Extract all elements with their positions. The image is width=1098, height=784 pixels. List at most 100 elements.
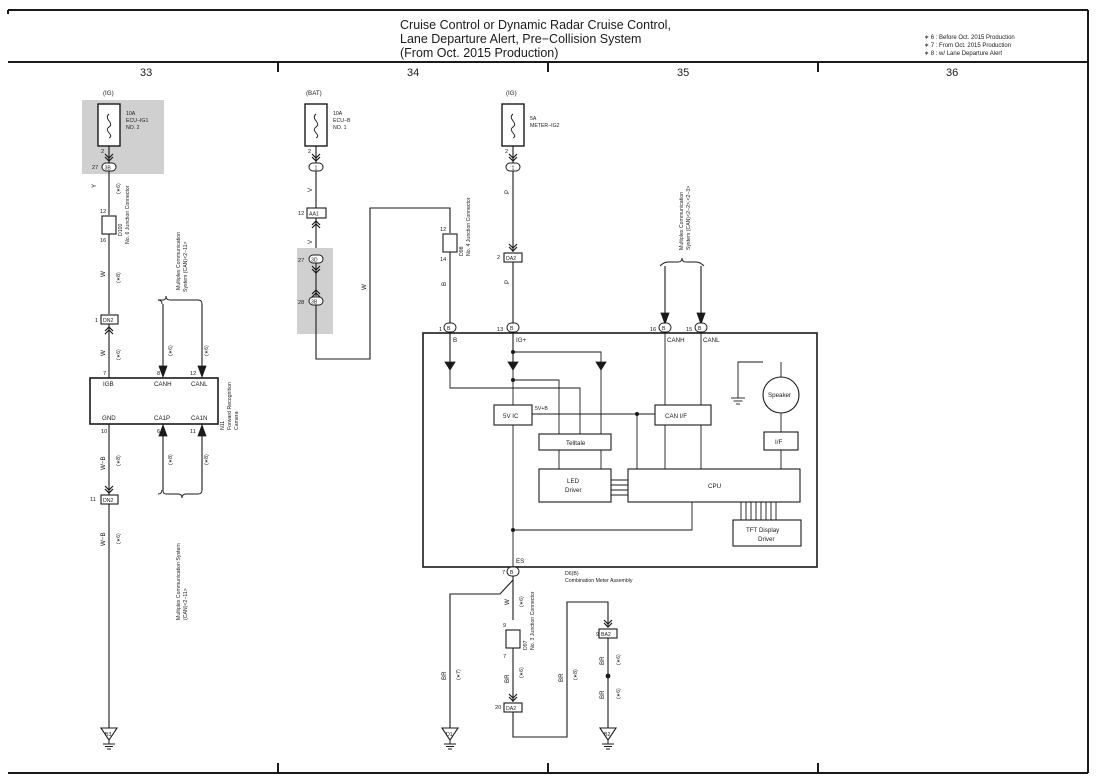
wire-note: (∗6) (616, 654, 622, 665)
meter-name: Combination Meter Assembly (565, 578, 633, 584)
camera-pin: 11 (190, 429, 196, 435)
ground-label: D1 (446, 732, 453, 738)
d98-id: D98 (459, 246, 465, 256)
d97-pin-top: 9 (503, 623, 506, 629)
fuse-amp: 10A (333, 111, 343, 117)
wire-color: W−B (100, 456, 107, 470)
d98-name: No. 4 Junction Connector (466, 197, 472, 256)
wire-color: W (504, 599, 511, 605)
3d-code: 3D (311, 258, 318, 264)
conn-code: 1 (512, 166, 515, 172)
ground-b2: B2 (599, 727, 617, 750)
ba2-code: BA2 (601, 632, 611, 638)
speaker-label: Speaker (768, 392, 791, 399)
3d-pin: 27 (298, 258, 304, 264)
meter-id: D6(B) (565, 571, 579, 577)
wire-color: B (441, 282, 448, 286)
wire-note: (∗7) (456, 669, 462, 680)
can-if-label: CAN I/F (665, 413, 687, 420)
column-numbers: 33 34 35 36 (140, 67, 958, 79)
da2-pin: 2 (497, 255, 500, 261)
meter-pin: 7 (502, 570, 505, 576)
fuse-ecu-b-no1: (BAT) 10A ECU−B NO. 1 2 1 (304, 90, 351, 172)
column-33-wiring: Y (∗6) 12 16 D100 No. 6 Junction Connect… (91, 171, 210, 379)
can-bus-label: Multiplex Communication (176, 232, 182, 290)
dn2-pin: 11 (90, 497, 96, 503)
can-bus-label: Multiplex Communication (679, 192, 685, 250)
wire-color: P (504, 190, 511, 194)
camera-name: Forward Recognition (227, 382, 233, 430)
can-note: (∗6) (204, 345, 210, 356)
wire-note: (∗6) (116, 349, 122, 360)
meter-conn-letter: B (510, 570, 514, 576)
wire-color: BR (599, 656, 606, 665)
meter-pin: 15 (686, 327, 692, 333)
dn2-code: DN2 (103, 498, 113, 504)
wire-note: (∗8) (573, 669, 579, 680)
combination-meter-assembly: 1 B 13 B 16 B 15 B B IG+ CANH CANL 5V IC (422, 322, 818, 584)
wire-note: (∗8) (116, 455, 122, 466)
fuse-pin: 2 (308, 149, 311, 155)
aa1-code: AA1 (309, 212, 319, 218)
fuse-ecu-ig1-no2: (IG) 10A ECU−IG1 NO. 2 2 27 3B (82, 90, 164, 174)
da2-code: DA2 (506, 256, 516, 262)
can-bus-label: (CAN)<2−11> (183, 588, 189, 620)
footnotes: ∗ 6 : Before Oct. 2015 Production ∗ 7 : … (924, 35, 1015, 57)
fuse-supply-label: (IG) (103, 90, 114, 97)
wire-color: W (361, 284, 368, 290)
column-34-wiring: V 12 AA1 V 27 3D 28 3B W 12 14 D98 No. 4… (297, 171, 472, 360)
fivev-b-label: 5V+B (535, 406, 548, 412)
led-driver-label-1: LED (567, 478, 580, 485)
column-33: 33 (140, 67, 152, 79)
ground-label: B2 (604, 732, 610, 738)
wire-color: W−B (100, 532, 107, 546)
tft-label-2: Driver (758, 536, 775, 543)
camera-id: N11 (220, 421, 226, 430)
fuse-name: ECU−B (333, 118, 351, 124)
junction-pin-top: 12 (100, 209, 106, 215)
column-33-lower-wiring: (∗8) (∗8) Multiplex Communication System… (90, 423, 210, 750)
camera-pin: 12 (190, 371, 196, 377)
meter-terminal: ES (516, 558, 524, 565)
wire-note: (∗6) (116, 183, 122, 194)
can-bus-label: Multiplex Communication System (176, 543, 182, 620)
3b-pin: 28 (298, 300, 304, 306)
can-bus-label: System (CAN)<2−2>,<2−3> (686, 186, 692, 250)
fuse-name: ECU−IG1 (126, 118, 148, 124)
wire-color: BR (504, 674, 511, 683)
camera-name: Camera (234, 411, 240, 430)
camera-pin: 10 (101, 429, 107, 435)
3b-code: 3B (311, 300, 318, 306)
wire-color: W (100, 271, 107, 277)
dn2-code: DN2 (103, 318, 113, 324)
ground-label: B3 (105, 732, 111, 738)
camera-terminal: CA1P (154, 415, 170, 422)
wire-color: V (307, 187, 314, 192)
d98-pin-top: 12 (440, 227, 446, 233)
fuse-name: METER−IG2 (530, 123, 560, 129)
wire-note: (∗6) (519, 667, 525, 678)
d98-pin-bottom: 14 (440, 257, 446, 263)
wire-color: W (100, 350, 107, 356)
conn-code: 3B (105, 166, 112, 172)
wire-color: BR (558, 673, 565, 682)
tft-label-1: TFT Display (746, 527, 780, 534)
bottom-ground-wiring: W (∗6) 9 7 D97 No. 3 Junction Connector … (441, 576, 622, 750)
dn2-pin: 1 (95, 318, 98, 324)
led-driver-label-2: Driver (565, 487, 582, 494)
fivev-ic-label: 5V IC (503, 413, 519, 420)
meter-conn-letter: B (510, 326, 514, 332)
forward-recognition-camera: 7 8 12 IGB CANH CANL GND CA1P CA1N 10 6 … (89, 371, 240, 435)
camera-terminal: CA1N (191, 415, 208, 422)
fuse-supply-label: (BAT) (306, 90, 322, 97)
column-36: 36 (946, 67, 958, 79)
meter-pin: 16 (650, 327, 656, 333)
d97-name: No. 3 Junction Connector (530, 591, 536, 650)
meter-terminal: B (453, 337, 457, 344)
can-note: (∗8) (168, 454, 174, 465)
ba2-pin: 9 (596, 632, 599, 638)
ground-d1: D1 (441, 727, 459, 750)
if-label: I/F (775, 439, 782, 446)
title-line-1: Cruise Control or Dynamic Radar Cruise C… (400, 18, 671, 32)
